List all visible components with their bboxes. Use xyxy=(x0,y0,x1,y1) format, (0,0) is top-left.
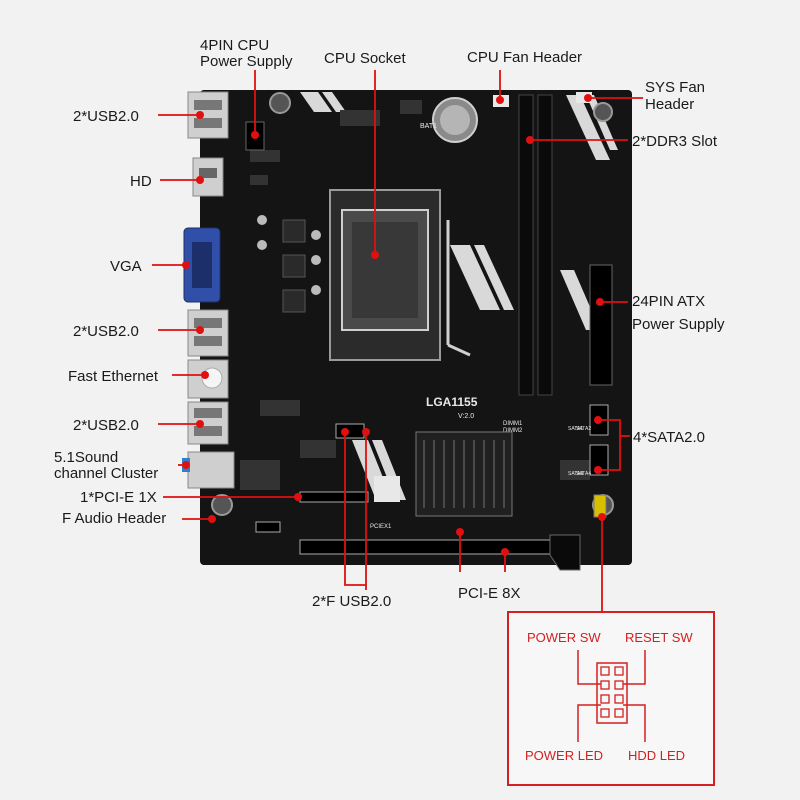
panel-reset-sw-label: RESET SW xyxy=(625,630,693,645)
label-cpu-power-line1: 4PIN CPU xyxy=(200,37,269,54)
leader-lines xyxy=(152,70,643,612)
sata4-silk: SATA4 xyxy=(576,471,591,477)
label-sys-fan-line1: SYS Fan xyxy=(645,79,705,96)
cpu-socket: LGA1155 V:2.0 xyxy=(329,189,478,420)
label-pcie-8x: PCI-E 8X xyxy=(458,585,521,602)
label-cpu-socket: CPU Socket xyxy=(324,50,407,67)
pcie-8x-latch xyxy=(549,534,581,571)
label-hd: HD xyxy=(130,173,152,190)
label-vga: VGA xyxy=(110,258,142,275)
label-cpu-power-line2: Power Supply xyxy=(200,53,293,70)
atx24-connector xyxy=(589,264,613,386)
audio-jack-cluster xyxy=(187,451,235,489)
socket-silk-label: LGA1155 xyxy=(426,395,478,409)
sata3-silk: SATA3 xyxy=(568,471,583,477)
board-components xyxy=(240,100,590,490)
pcie-8x-slot xyxy=(299,539,551,555)
panel-power-led-label: POWER LED xyxy=(525,748,603,763)
dimm2-silk: DIMM2 xyxy=(503,428,523,434)
label-usb-mid: 2*USB2.0 xyxy=(73,323,139,340)
label-atx24-line1: 24PIN ATX xyxy=(632,293,705,310)
label-usb-low: 2*USB2.0 xyxy=(73,417,139,434)
label-pcie-1x: 1*PCI-E 1X xyxy=(80,489,157,506)
battery-label: BAT1 xyxy=(420,123,437,130)
sata2-silk: SATA2 xyxy=(576,426,591,432)
dimm1-silk: DIMM1 xyxy=(503,421,523,427)
label-cpu-fan-header: CPU Fan Header xyxy=(467,49,582,66)
pciex1-silk: PCIEX1 xyxy=(370,524,392,530)
panel-power-sw-label: POWER SW xyxy=(527,630,601,645)
cmos-battery: BAT1 xyxy=(420,97,478,143)
panel-hdd-led-label: HDD LED xyxy=(628,748,685,763)
ddr3-slots: DIMM1 DIMM2 xyxy=(503,94,553,434)
usb-port-stack-mid xyxy=(187,309,229,357)
version-silk-label: V:2.0 xyxy=(458,413,474,420)
panel-pin-header xyxy=(577,650,646,742)
front-usb-header xyxy=(335,423,365,439)
chipset-heatsink xyxy=(415,431,513,517)
label-fast-ethernet: Fast Ethernet xyxy=(68,368,159,385)
labels: 4PIN CPU Power Supply CPU Socket CPU Fan… xyxy=(54,37,725,610)
label-ddr3-slot: 2*DDR3 Slot xyxy=(632,133,718,150)
vrm-area xyxy=(257,215,321,313)
label-usb-top: 2*USB2.0 xyxy=(73,108,139,125)
label-f-audio-header: F Audio Header xyxy=(62,510,166,527)
label-sata: 4*SATA2.0 xyxy=(633,429,705,446)
label-atx24-line2: Power Supply xyxy=(632,316,725,333)
sys-fan-header xyxy=(576,92,592,103)
label-sound-line1: 5.1Sound xyxy=(54,449,118,466)
qr-sticker xyxy=(374,476,400,502)
label-sys-fan-line2: Header xyxy=(645,96,694,113)
front-audio-header xyxy=(255,521,281,533)
label-front-usb: 2*F USB2.0 xyxy=(312,593,391,610)
label-sound-line2: channel Cluster xyxy=(54,465,158,482)
front-panel-detail-box: POWER SW RESET SW POWER LED HDD LED xyxy=(507,611,715,786)
motherboard: BAT1 LGA1155 V:2.0 xyxy=(200,90,632,571)
sata1-silk: SATA1 xyxy=(568,426,583,432)
